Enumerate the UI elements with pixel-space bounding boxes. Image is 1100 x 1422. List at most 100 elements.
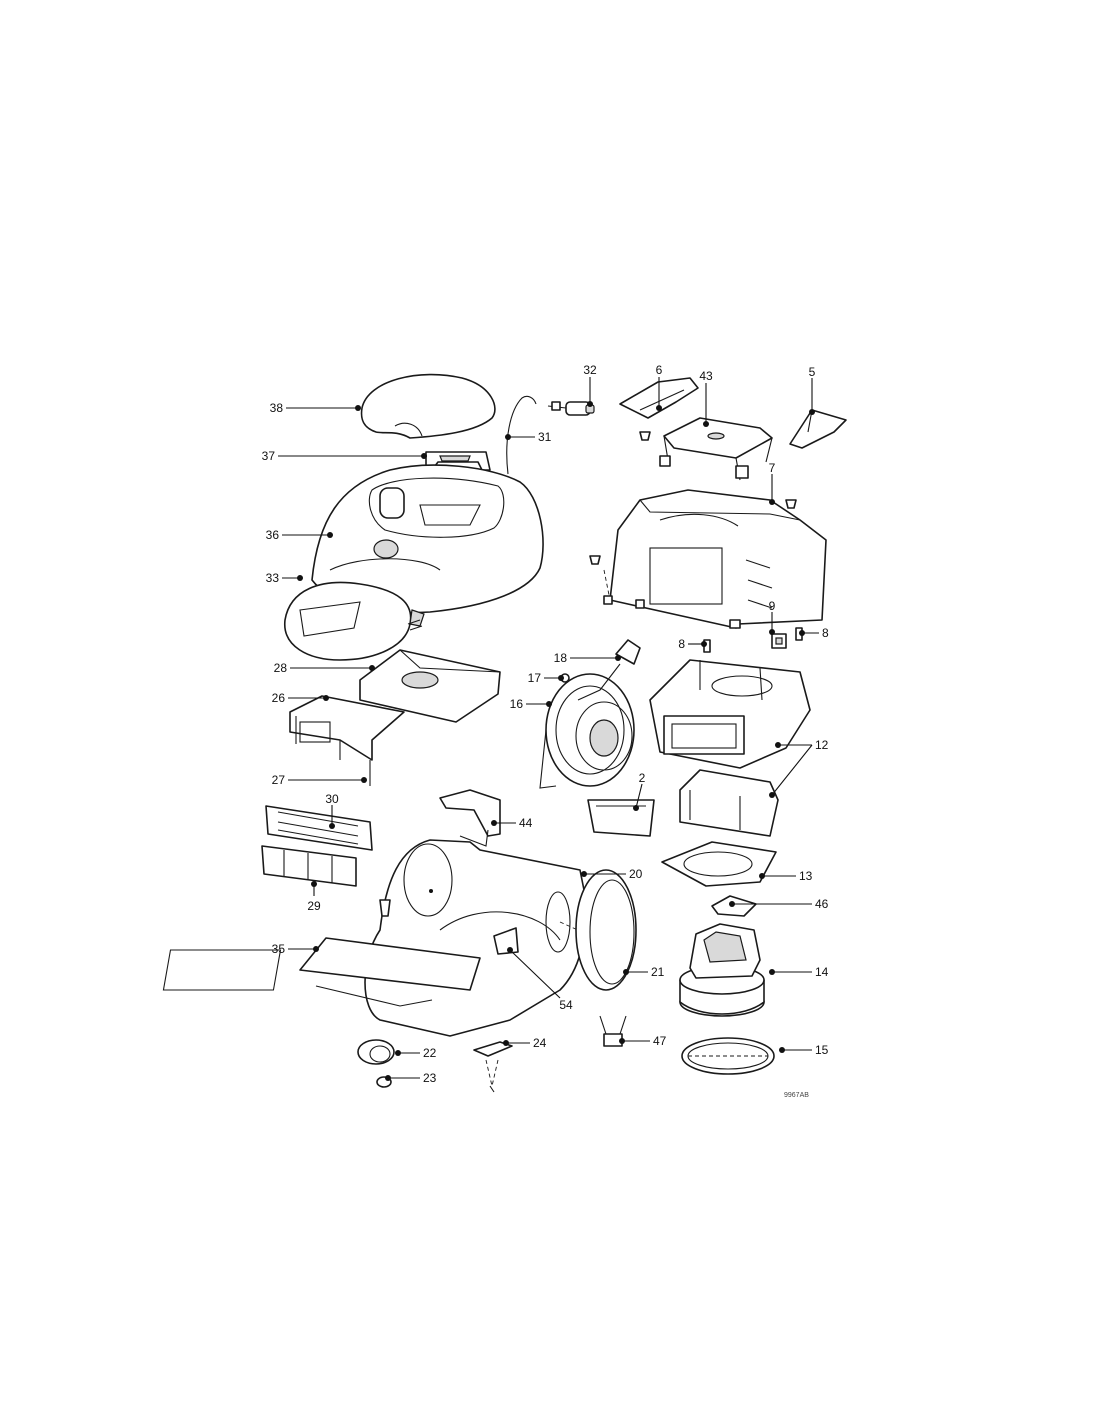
part-filter-disc-21 [575,869,637,991]
callout-13: 13 [759,869,813,883]
callout-47: 47 [619,1034,667,1048]
svg-text:14: 14 [815,965,829,979]
part-motor-housing-12 [649,659,811,769]
svg-text:24: 24 [533,1036,547,1050]
callout-30: 30 [325,792,339,829]
part-base-grille-35 [162,899,481,1007]
svg-text:20: 20 [629,867,643,881]
part-catch-37 [425,451,491,471]
svg-text:54: 54 [559,998,573,1012]
svg-text:23: 23 [423,1071,437,1085]
part-caster-22 [357,1039,395,1065]
svg-text:28: 28 [274,661,288,675]
callout-31: 31 [505,430,552,444]
callout-36: 36 [266,528,333,542]
callout-21: 21 [623,965,665,979]
callout-46: 46 [729,897,829,911]
callout-16: 16 [510,697,552,711]
callout-18: 18 [554,651,621,665]
svg-text:37: 37 [262,449,276,463]
svg-text:17: 17 [528,671,542,685]
svg-text:33: 33 [266,571,280,585]
svg-text:30: 30 [325,792,339,806]
part-duct-44 [439,789,501,847]
part-lid-38 [360,373,496,439]
svg-text:16: 16 [510,697,524,711]
svg-text:6: 6 [656,363,663,377]
callout-8-right: 8 [799,626,829,640]
svg-text:27: 27 [272,773,286,787]
callout-23: 23 [385,1071,437,1085]
callout-28: 28 [274,661,375,675]
svg-text:32: 32 [583,363,597,377]
svg-text:43: 43 [699,369,713,383]
svg-text:7: 7 [769,461,776,475]
svg-text:13: 13 [799,869,813,883]
callout-35: 35 [272,942,319,956]
part-upper-housing-36 [311,464,544,614]
part-cable-31 [506,395,537,475]
svg-text:22: 22 [423,1046,437,1060]
callout-20: 20 [581,867,643,881]
svg-text:31: 31 [538,430,552,444]
callout-15: 15 [779,1043,829,1057]
part-handle-33 [284,581,425,661]
callout-32: 32 [583,363,597,407]
svg-text:29: 29 [307,899,321,913]
part-frame-26 [289,695,405,761]
callouts: 6 32 43 5 38 31 37 [262,363,829,1085]
svg-text:38: 38 [270,401,284,415]
callout-26: 26 [272,691,329,705]
svg-text:47: 47 [653,1034,667,1048]
part-filter-grille-29 [261,845,357,887]
callout-14: 14 [769,965,829,979]
svg-text:21: 21 [651,965,665,979]
svg-text:9: 9 [769,599,776,613]
callout-38: 38 [270,401,361,415]
part-top-panel-43 [639,417,773,481]
svg-text:8: 8 [678,637,685,651]
part-clip-54 [493,927,519,955]
part-connector-18 [577,639,641,701]
callout-22: 22 [395,1046,437,1060]
part-cable-reel-16 [539,673,635,789]
svg-text:5: 5 [809,365,816,379]
svg-text:36: 36 [266,528,280,542]
drawing-code: 9967AB [784,1092,809,1099]
svg-text:26: 26 [272,691,286,705]
part-filter-2 [587,799,655,837]
callout-44: 44 [491,816,533,830]
callout-7: 7 [769,461,776,505]
callout-24: 24 [503,1036,547,1050]
callout-9: 9 [769,599,776,635]
svg-text:46: 46 [815,897,829,911]
part-switch-9 [771,633,787,649]
part-ring-15 [681,1037,775,1075]
part-gasket-13 [661,841,777,887]
svg-text:2: 2 [639,771,646,785]
callout-5: 5 [809,365,816,415]
callout-43: 43 [699,369,713,427]
callout-12: 12 [769,738,829,798]
callout-37: 37 [262,449,427,463]
part-bracket-24 [473,1041,513,1093]
svg-text:8: 8 [822,626,829,640]
svg-text:12: 12 [815,738,829,752]
callout-54: 54 [507,947,573,1012]
part-grille-30 [265,805,373,851]
part-cover-5 [789,409,847,449]
svg-text:44: 44 [519,816,533,830]
part-motor-14 [679,923,765,1017]
callout-29: 29 [307,881,321,913]
part-lower-motor-housing-12 [679,769,779,837]
part-rear-housing-7 [589,489,827,629]
callout-33: 33 [266,571,303,585]
svg-text:18: 18 [554,651,568,665]
svg-text:35: 35 [272,942,286,956]
part-bag-holder-28 [359,649,501,723]
callout-17: 17 [528,671,564,685]
svg-text:15: 15 [815,1043,829,1057]
callout-6: 6 [656,363,663,411]
callout-8-left: 8 [678,637,707,651]
